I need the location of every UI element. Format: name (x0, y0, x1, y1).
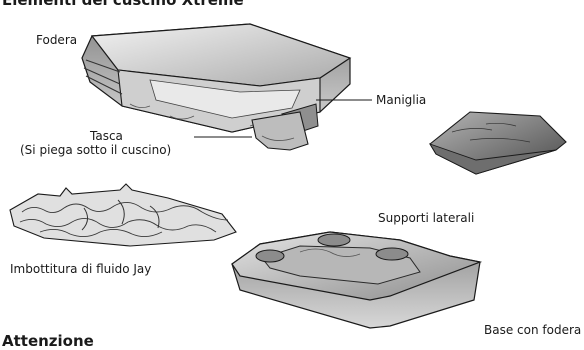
label-side-supports: Supporti laterali (378, 211, 474, 225)
label-pocket-block: Tasca (Si piega sotto il cuscino) (18, 129, 194, 157)
fluid-pad-illustration (10, 184, 236, 246)
label-base: Base con fodera (484, 323, 581, 337)
label-fluid-pad: Imbottitura di fluido Jay (10, 262, 151, 276)
base-illustration (232, 232, 480, 328)
label-cover: Fodera (36, 33, 77, 47)
page-title: Elementi del cuscino Xtreme (2, 0, 244, 9)
label-handle: Maniglia (376, 93, 426, 107)
label-pocket-note: (Si piega sotto il cuscino) (18, 143, 194, 157)
label-pocket: Tasca (18, 129, 194, 143)
section-heading-warning: Attenzione (2, 332, 94, 350)
wedge-illustration (430, 112, 566, 174)
